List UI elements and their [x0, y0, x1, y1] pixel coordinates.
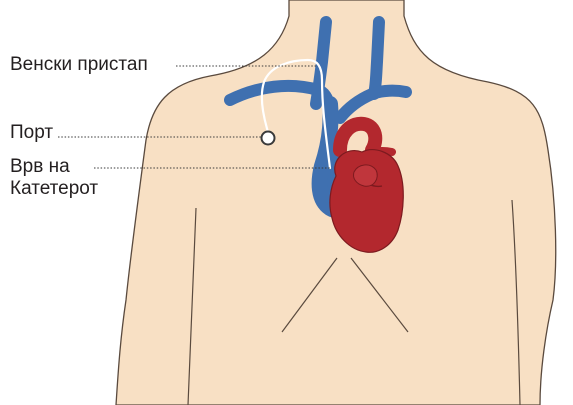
port-circle — [262, 132, 275, 145]
atrium — [353, 165, 377, 186]
catheter-tip-label-line1: Врв на — [10, 156, 98, 178]
catheter-tip-label: Врв на Катетерот — [10, 156, 98, 200]
right-jugular-vein — [374, 22, 379, 94]
catheter-tip-label-line2: Катетерот — [10, 178, 98, 200]
venous-access-label: Венски пристап — [10, 54, 148, 76]
port-label: Порт — [10, 122, 53, 144]
